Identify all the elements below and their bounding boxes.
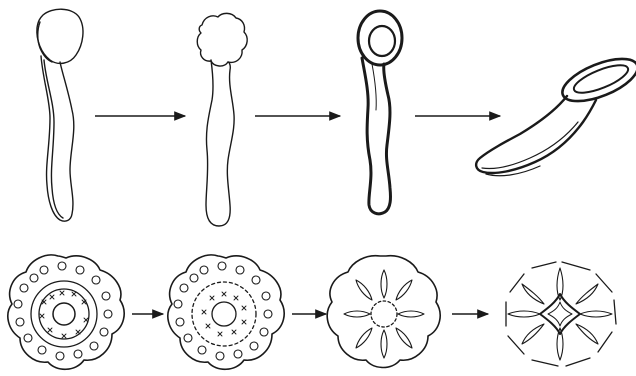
outer-holes-2 <box>174 262 272 360</box>
top-stage-1 <box>37 9 83 221</box>
vascular-bundles-2 <box>202 292 246 336</box>
top-stage-3 <box>358 11 402 214</box>
outer-frame-segments <box>506 262 616 366</box>
vascular-bundles <box>40 291 88 338</box>
radial-lumens <box>344 270 424 358</box>
bottom-stage-2 <box>168 255 284 369</box>
top-stage-4 <box>476 50 636 176</box>
radial-spindles <box>508 268 612 360</box>
top-stage-2 <box>197 13 247 226</box>
bottom-stage-1 <box>8 255 124 369</box>
bottom-stage-3 <box>327 256 440 368</box>
bottom-stage-4 <box>506 262 616 366</box>
